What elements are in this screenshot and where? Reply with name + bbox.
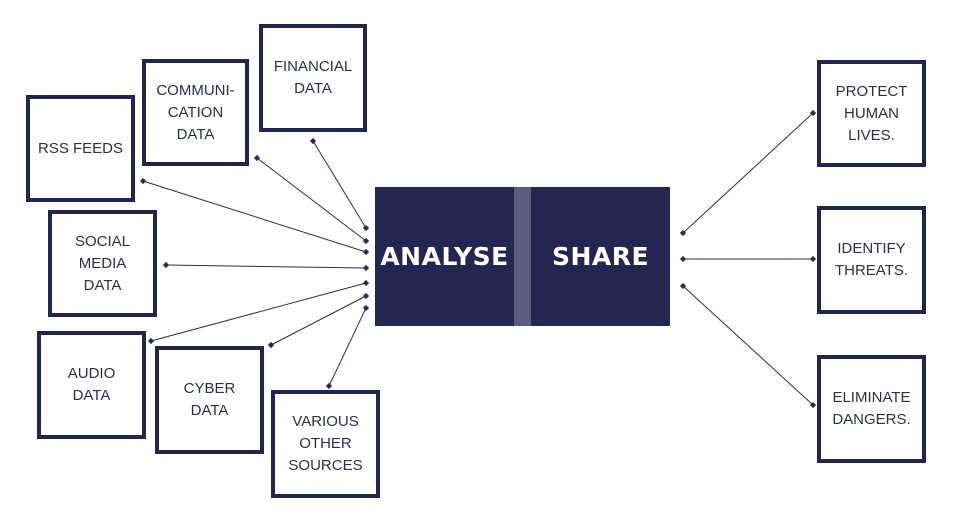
connector-rss-end-marker [362,248,370,256]
source-box-various: VARIOUS OTHER SOURCES [271,390,380,498]
connector-rss [142,180,367,253]
source-box-audio: AUDIO DATA [37,331,146,439]
source-label-communication: COMMUNI- CATION DATA [156,81,235,143]
connector-various-end-marker [362,304,370,312]
source-box-social: SOCIAL MEDIA DATA [48,210,157,317]
connector-social-end-marker [362,264,370,272]
connector-communication [256,157,367,242]
source-label-social: SOCIAL MEDIA DATA [74,232,131,294]
connector-protect [682,112,814,234]
analyse-label: ANALYSE [380,242,509,271]
connector-communication-start-marker [253,154,261,162]
outcome-box-identify: IDENTIFY THREATS. [817,206,926,314]
connector-audio-start-marker [147,337,155,345]
outcome-label-protect: PROTECT HUMAN LIVES. [835,82,908,144]
source-label-cyber: CYBER DATA [183,380,236,419]
connector-identify-start-marker [679,255,687,263]
outcome-box-eliminate: ELIMINATE DANGERS. [817,355,926,463]
connector-cyber-end-marker [362,292,370,300]
connector-financial-start-marker [309,137,317,145]
connector-audio-end-marker [362,279,370,287]
center-divider [514,187,531,326]
source-label-financial: FINANCIAL DATA [273,58,353,97]
connector-cyber [270,295,367,346]
source-box-communication: COMMUNI- CATION DATA [142,59,249,166]
connector-social-start-marker [162,261,170,269]
connector-identify-end-marker [809,255,817,263]
connector-rss-start-marker [139,177,147,185]
connector-social [165,264,367,269]
analyse-block: ANALYSE [375,187,514,326]
share-block: SHARE [531,187,670,326]
connector-various-start-marker [325,382,333,390]
connector-various [328,307,367,387]
source-label-rss: RSS FEEDS [37,139,124,157]
connector-financial [312,140,367,229]
outcome-label-eliminate: ELIMINATE DANGERS. [832,389,911,428]
source-box-cyber: CYBER DATA [155,346,264,454]
connector-eliminate [682,285,814,406]
connector-cyber-start-marker [267,341,275,349]
share-label: SHARE [551,242,650,271]
source-box-rss: RSS FEEDS [26,95,135,202]
source-label-audio: AUDIO DATA [67,365,116,404]
outcome-box-protect: PROTECT HUMAN LIVES. [817,60,926,167]
source-label-various: VARIOUS OTHER SOURCES [288,413,363,474]
connector-financial-end-marker [362,224,370,232]
outcome-label-identify: IDENTIFY THREATS. [834,240,909,279]
connector-audio [150,282,367,342]
source-box-financial: FINANCIAL DATA [259,24,367,132]
